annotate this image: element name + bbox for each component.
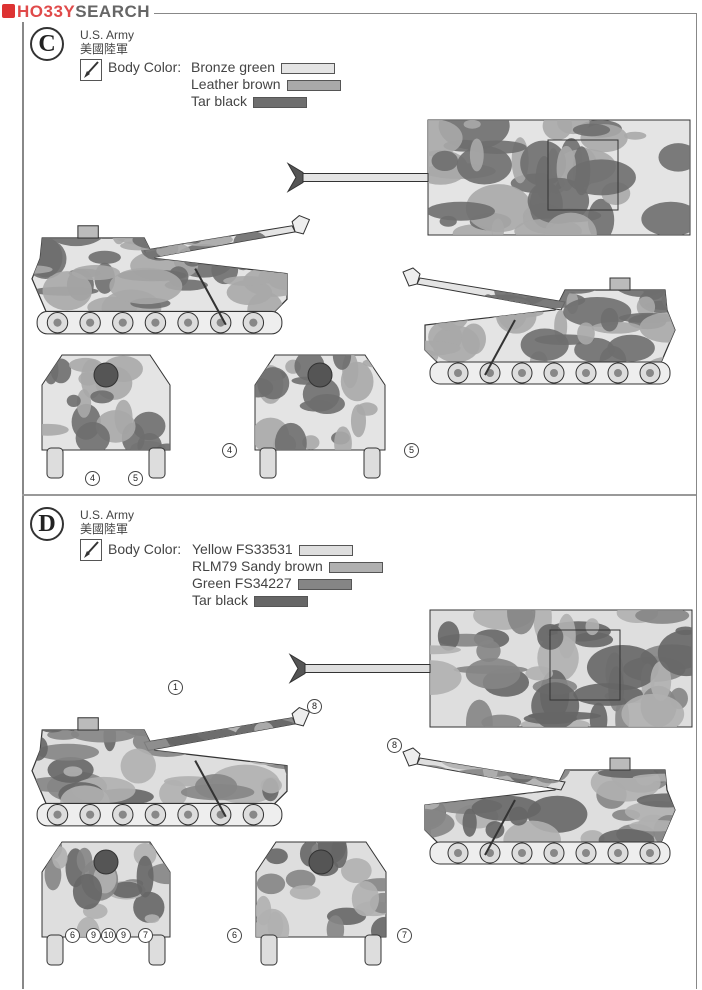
color-swatch: [253, 96, 308, 108]
decal-callout: 6: [227, 928, 242, 943]
paint-brush-icon: [80, 539, 102, 561]
color-swatch: [298, 544, 353, 556]
rear-view-vehicle: [254, 354, 386, 479]
front-view-vehicle: [41, 841, 171, 966]
color-swatch: [328, 561, 383, 573]
color-row: Bronze green: [191, 59, 336, 75]
decal-callout: 1: [168, 680, 183, 695]
front-view-vehicle: [41, 354, 171, 479]
left-side-view-vehicle: [31, 706, 311, 827]
scheme-letter: C: [30, 27, 64, 61]
color-row: RLM79 Sandy brown: [192, 558, 383, 574]
hobbysearch-logo: HO33YSEARCH: [2, 2, 155, 22]
color-row: Yellow FS33531: [192, 541, 353, 557]
color-swatch: [281, 62, 336, 74]
decal-callout: 5: [404, 443, 419, 458]
color-swatch: [254, 595, 309, 607]
color-row: Tar black: [191, 93, 308, 109]
decal-callout: 9: [86, 928, 101, 943]
left-side-view-vehicle: [31, 214, 311, 335]
decal-callout: 8: [387, 738, 402, 753]
color-row: Leather brown: [191, 76, 341, 92]
color-row: Tar black: [192, 592, 309, 608]
rear-view-vehicle: [255, 841, 387, 966]
top-view-vehicle: [288, 609, 693, 728]
logo-icon: [2, 4, 15, 18]
body-color-label: Body Color:: [108, 59, 182, 75]
color-swatch: [297, 578, 352, 590]
decal-callout: 7: [397, 928, 412, 943]
color-row: Green FS34227: [192, 575, 352, 591]
top-view-vehicle: [286, 119, 691, 236]
decal-callout: 4: [85, 471, 100, 486]
right-side-view-vehicle: [402, 267, 676, 385]
decal-callout: 5: [128, 471, 143, 486]
color-swatch: [286, 79, 341, 91]
decal-callout: 8: [307, 699, 322, 714]
section-divider: [22, 494, 696, 496]
decal-callout: 4: [222, 443, 237, 458]
decal-callout: 9: [116, 928, 131, 943]
decal-callout: 7: [138, 928, 153, 943]
paint-brush-icon: [80, 59, 102, 81]
page-frame: [22, 13, 697, 989]
decal-callout: 6: [65, 928, 80, 943]
right-side-view-vehicle: [402, 747, 676, 865]
decal-callout: 10: [101, 928, 116, 943]
scheme-letter: D: [30, 507, 64, 541]
body-color-label: Body Color:: [108, 541, 182, 557]
